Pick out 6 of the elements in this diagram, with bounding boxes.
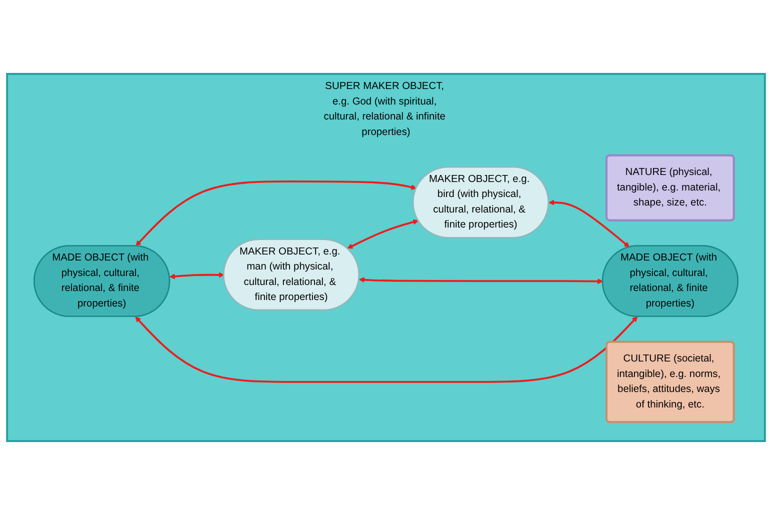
arrow: [135, 316, 638, 383]
arrow: [347, 219, 419, 249]
arrow: [170, 272, 224, 280]
arrow: [548, 200, 630, 248]
arrow: [136, 180, 417, 246]
arrow: [358, 277, 604, 284]
